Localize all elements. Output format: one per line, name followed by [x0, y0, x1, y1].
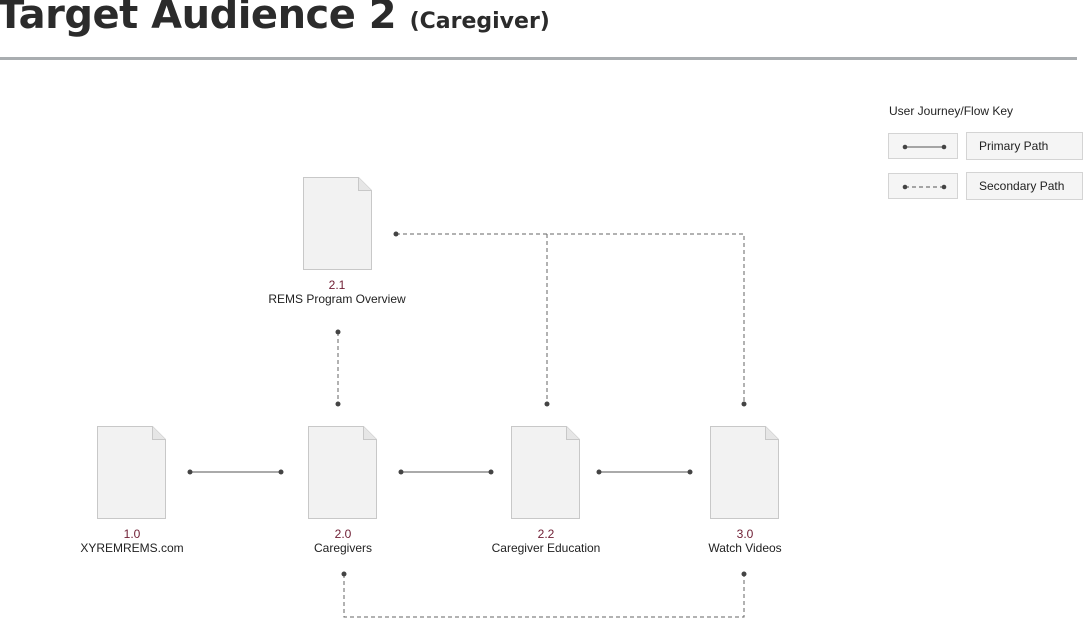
- page-icon-2-1: [303, 177, 372, 270]
- page-icon-2-2: [511, 426, 580, 519]
- node-label-2-0: Caregivers: [313, 541, 373, 555]
- secondary-path-sample: [888, 173, 958, 199]
- node-number-2-0: 2.0: [334, 527, 352, 541]
- page-icon-1-0: [97, 426, 166, 519]
- secondary-edge-endpoints: [335, 231, 747, 577]
- secondary-edge-2-0-to-3-0: [343, 574, 745, 618]
- page-icon-3-0: [710, 426, 779, 519]
- primary-edge-2-2-to-3-0: [596, 469, 693, 475]
- secondary-edge-2-1-to-3-0: [396, 233, 745, 404]
- page-icon-2-0: [308, 426, 377, 519]
- node-number-2-2: 2.2: [537, 527, 555, 541]
- node-label-3-0: Watch Videos: [708, 541, 782, 555]
- title-subtitle: (Caregiver): [409, 9, 550, 34]
- node-label-1-0: XYREMREMS.com: [80, 541, 184, 555]
- node-number-3-0: 3.0: [736, 527, 754, 541]
- title-text: Target Audience 2: [0, 0, 397, 38]
- node-number-1-0: 1.0: [123, 527, 141, 541]
- node-number-2-1: 2.1: [328, 278, 346, 292]
- primary-path-sample: [888, 133, 958, 159]
- node-label-2-2: Caregiver Education: [491, 541, 601, 555]
- primary-edge-1-0-to-2-0: [187, 469, 284, 475]
- secondary-path-label: Secondary Path: [966, 172, 1083, 200]
- node-label-2-1: REMS Program Overview: [268, 292, 406, 306]
- primary-path-label: Primary Path: [966, 132, 1083, 160]
- title-divider: [0, 57, 1077, 60]
- page-title: Target Audience 2 (Caregiver): [0, 0, 550, 38]
- flow-key-title: User Journey/Flow Key: [889, 104, 1014, 118]
- primary-edge-2-0-to-2-2: [398, 469, 494, 475]
